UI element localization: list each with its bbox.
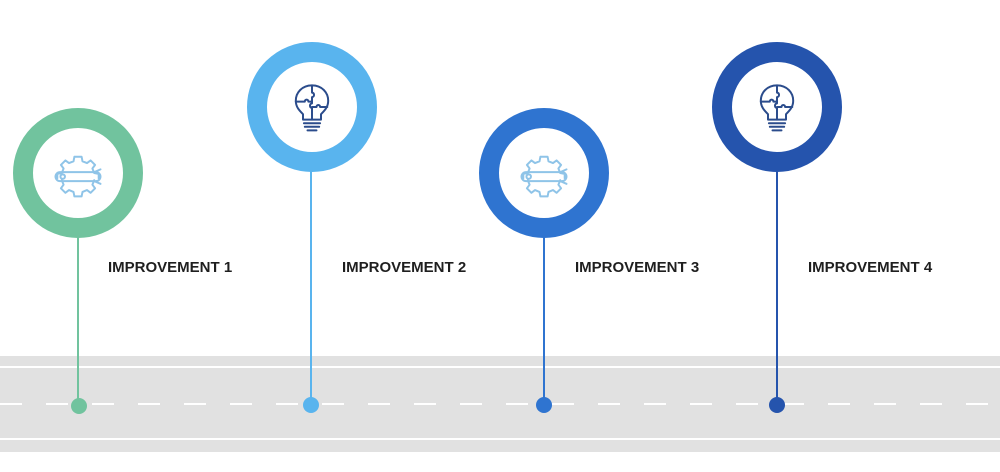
milestone-ring (13, 108, 143, 238)
gear-wrench-icon (520, 155, 568, 198)
puzzle-lightbulb-icon (294, 84, 330, 132)
gear-wrench-icon (54, 155, 102, 198)
milestone-ring (712, 42, 842, 172)
milestone-ring (479, 108, 609, 238)
puzzle-lightbulb-icon (759, 84, 795, 132)
milestone-label: IMPROVEMENT 4 (808, 259, 933, 276)
road-center-dashes (0, 403, 1000, 405)
milestone-ring (247, 42, 377, 172)
milestone-label: IMPROVEMENT 2 (342, 259, 467, 276)
milestone-label: IMPROVEMENT 1 (108, 259, 233, 276)
road-edge-bottom (0, 438, 1000, 440)
road-edge-top (0, 366, 1000, 368)
road (0, 356, 1000, 452)
milestone-label: IMPROVEMENT 3 (575, 259, 700, 276)
